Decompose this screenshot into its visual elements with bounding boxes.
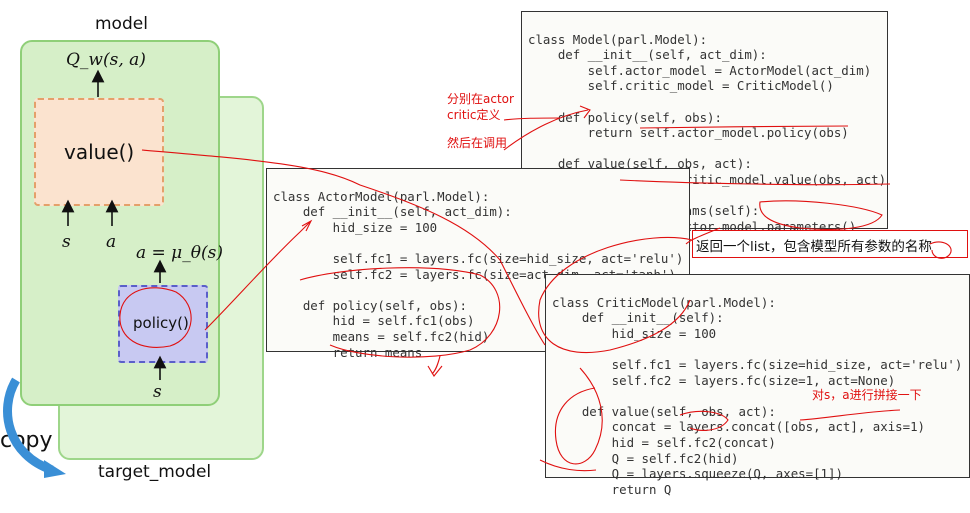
code-line: Q = self.fc2(hid)	[552, 450, 739, 466]
annotation-actor: 分别在actor	[447, 92, 514, 106]
code-line: Q = layers.squeeze(Q, axes=[1])	[552, 466, 843, 482]
s-policy-input-label: s	[153, 382, 162, 402]
annotation-critic: critic定义	[447, 108, 501, 122]
code-line: return Q	[552, 481, 672, 497]
annotation-concat: 对s，a进行拼接一下	[812, 388, 922, 402]
params-note-box: 返回一个list，包含模型所有参数的名称	[692, 230, 968, 258]
code-line: concat = layers.concat([obs, act], axis=…	[552, 419, 925, 435]
red-scribbles	[119, 105, 952, 472]
code-line: def __init__(self):	[552, 310, 724, 326]
code-line: hid = self.fc2(concat)	[552, 434, 776, 450]
code-line: self.fc2 = layers.fc(size=1, act=None)	[552, 372, 896, 388]
code-line: self.actor_model = ActorModel(act_dim)	[528, 62, 872, 78]
copy-arrow-icon	[3, 377, 54, 475]
code-line: class ActorModel(parl.Model):	[273, 188, 490, 204]
code-line: self.fc1 = layers.fc(size=hid_size, act=…	[552, 356, 963, 372]
code-line: hid = self.fc1(obs)	[273, 313, 475, 329]
policy-label: policy()	[133, 314, 189, 332]
code-line: hid_size = 100	[273, 219, 438, 235]
value-box	[34, 98, 164, 206]
s-input-label: s	[62, 232, 71, 252]
annotation-overlay	[3, 69, 952, 478]
mu-label: a = μ_θ(s)	[136, 243, 223, 263]
code-line: def policy(self, obs):	[273, 297, 467, 313]
code-line: def __init__(self, act_dim):	[528, 47, 767, 63]
copy-arrowhead-icon	[44, 460, 66, 478]
annotation-then-call: 然后在调用	[447, 136, 508, 150]
code-line: self.fc1 = layers.fc(size=hid_size, act=…	[273, 250, 684, 266]
value-label: value()	[64, 140, 135, 164]
q-label: Q_w(s, a)	[66, 50, 146, 70]
model-title: model	[95, 14, 148, 34]
policy-box	[118, 285, 208, 363]
code-line: def __init__(self, act_dim):	[273, 204, 512, 220]
a-input-label: a	[106, 232, 117, 252]
code-line: hid_size = 100	[552, 325, 717, 341]
code-line: def value(self, obs, act):	[528, 156, 752, 172]
code-line: def value(self, obs, act):	[552, 403, 776, 419]
target-model-title: target_model	[98, 462, 212, 482]
code-line: class Model(parl.Model):	[528, 31, 708, 47]
code-line: self.critic_model = CriticModel()	[528, 78, 834, 94]
code-line: class CriticModel(parl.Model):	[552, 294, 776, 310]
critic-code-box: class CriticModel(parl.Model): def __ini…	[545, 274, 970, 497]
code-line: means = self.fc2(hid)	[273, 328, 490, 344]
code-line: return self.actor_model.policy(obs)	[528, 125, 849, 141]
